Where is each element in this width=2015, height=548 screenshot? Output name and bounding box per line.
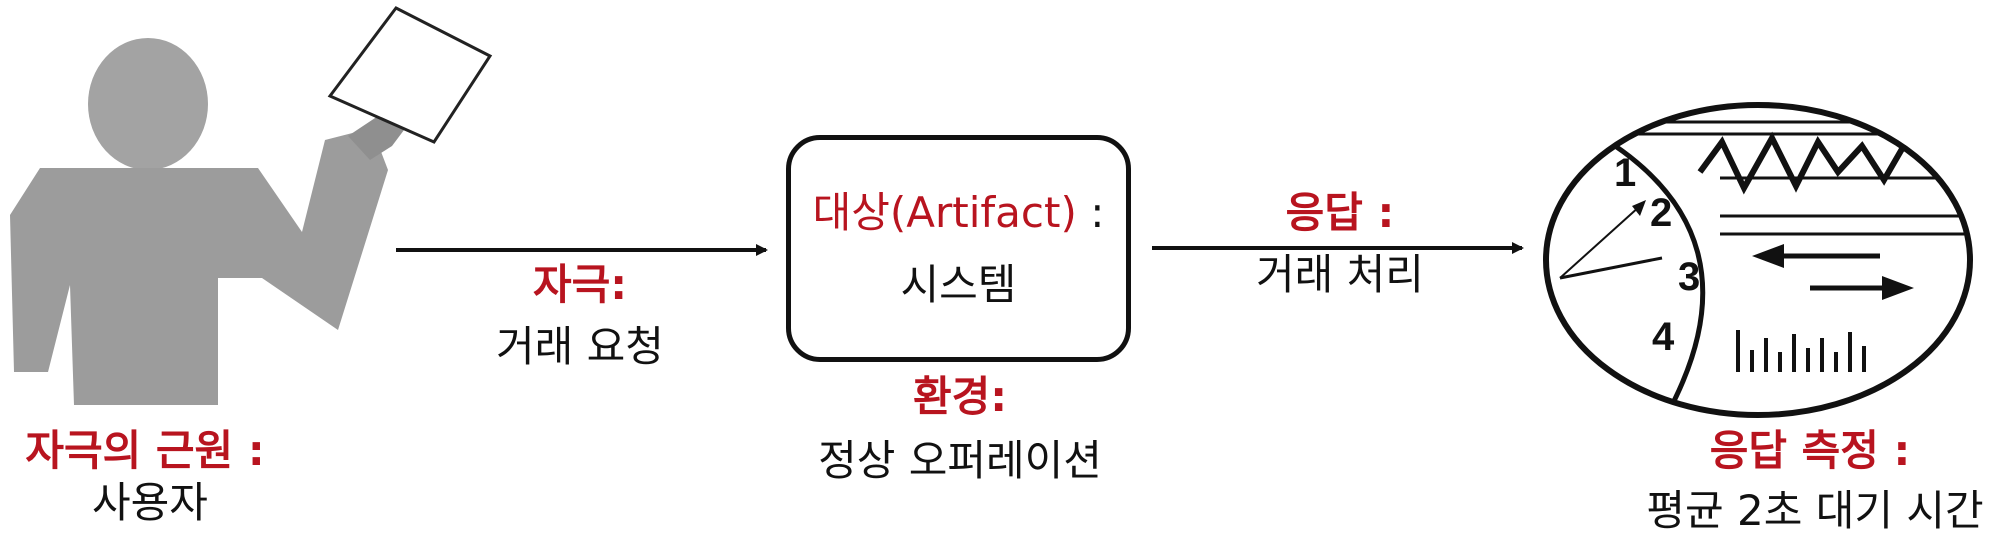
artifact-box (786, 135, 1131, 362)
dial-number-1: 1 (1614, 151, 1636, 195)
presenter-person-icon (10, 6, 493, 405)
measure-value: 평균 2초 대기 시간 (1646, 486, 1984, 535)
artifact-value: 시스템 (900, 260, 1017, 309)
response-value: 거래 처리 (1256, 250, 1424, 299)
stimulus-title: 자극: (532, 260, 628, 309)
measure-title: 응답 측정 : (1709, 426, 1911, 475)
dial-number-2: 2 (1650, 191, 1672, 235)
environment-value: 정상 오퍼레이션 (818, 436, 1102, 485)
source-title: 자극의 근원 : (25, 426, 265, 475)
source-value: 사용자 (92, 478, 208, 527)
response-title: 응답 : (1285, 188, 1395, 237)
stimulus-value: 거래 요청 (496, 322, 664, 371)
measurement-gauge-icon: 1 2 3 4 (1543, 102, 1973, 418)
dial-number-3: 3 (1678, 255, 1700, 299)
dial-number-4: 4 (1652, 315, 1675, 359)
artifact-title-row: 대상(Artifact) : (786, 188, 1131, 238)
artifact-title: 대상(Artifact) (812, 188, 1077, 237)
artifact-colon: : (1076, 188, 1105, 237)
environment-title: 환경: (912, 372, 1008, 421)
